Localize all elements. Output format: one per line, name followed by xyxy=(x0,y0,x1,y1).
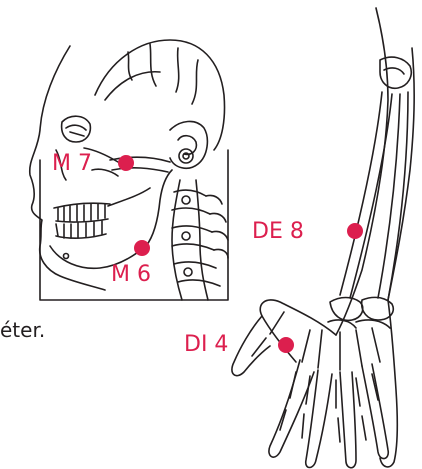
point-di4-label: DI 4 xyxy=(184,334,228,356)
point-m6-marker xyxy=(134,240,150,256)
point-de8-label: DE 8 xyxy=(252,221,304,243)
point-m6-label: M 6 xyxy=(111,264,151,286)
point-di4-marker xyxy=(278,337,294,353)
point-de8-marker xyxy=(347,223,363,239)
point-m7-marker xyxy=(118,155,134,171)
caption-text: éter. xyxy=(0,320,45,340)
point-m7-label: M 7 xyxy=(52,153,92,175)
